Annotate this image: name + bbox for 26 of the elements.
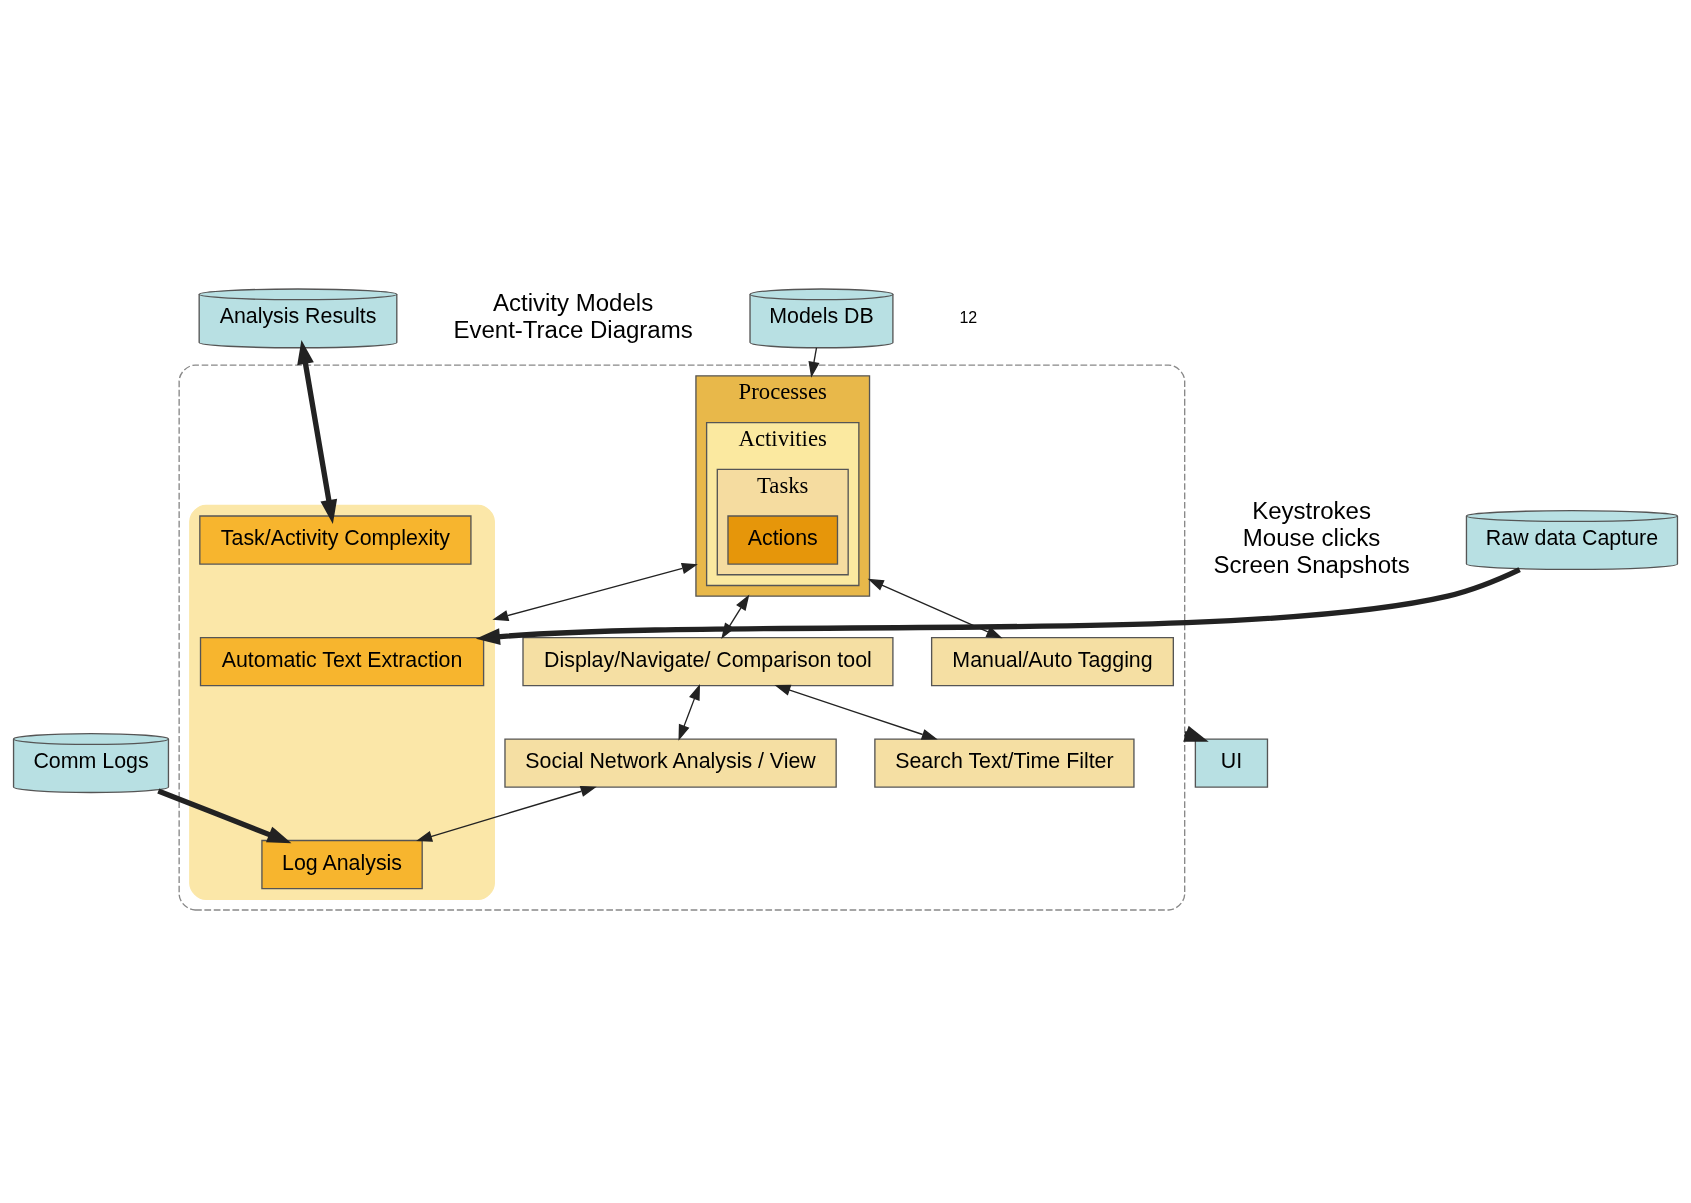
arrow [678, 683, 700, 741]
node-label: Screen Snapshots [1213, 550, 1410, 578]
node-label: Event-Trace Diagrams [453, 315, 693, 343]
arrow [475, 567, 1521, 645]
node-box: Task/Activity Complexity [199, 515, 472, 565]
arrow [157, 788, 292, 844]
node-box: Search Text/Time Filter [874, 738, 1135, 788]
node-box: UI [1194, 738, 1269, 788]
label: 12 [959, 307, 978, 326]
node-box: Log Analysis [261, 839, 423, 890]
node-label: Activity Models [493, 288, 654, 316]
arrow [867, 578, 1003, 639]
node-box: Display/Navigate/ Comparison tool [522, 636, 894, 687]
arrow [492, 563, 698, 621]
arrow [297, 339, 338, 524]
cluster [189, 504, 495, 900]
node-box: Manual/Auto Tagging [930, 636, 1174, 687]
node-box: Automatic Text Extraction [199, 636, 485, 687]
cluster [178, 364, 1186, 911]
node-box: Social Network Analysis / View [504, 738, 837, 788]
node-label: Mouse clicks [1242, 523, 1381, 551]
node-label: Keystrokes [1252, 497, 1371, 525]
arrow [774, 684, 938, 740]
node-box: Actions [727, 515, 839, 565]
arrow [416, 785, 597, 842]
arrow [808, 347, 820, 378]
